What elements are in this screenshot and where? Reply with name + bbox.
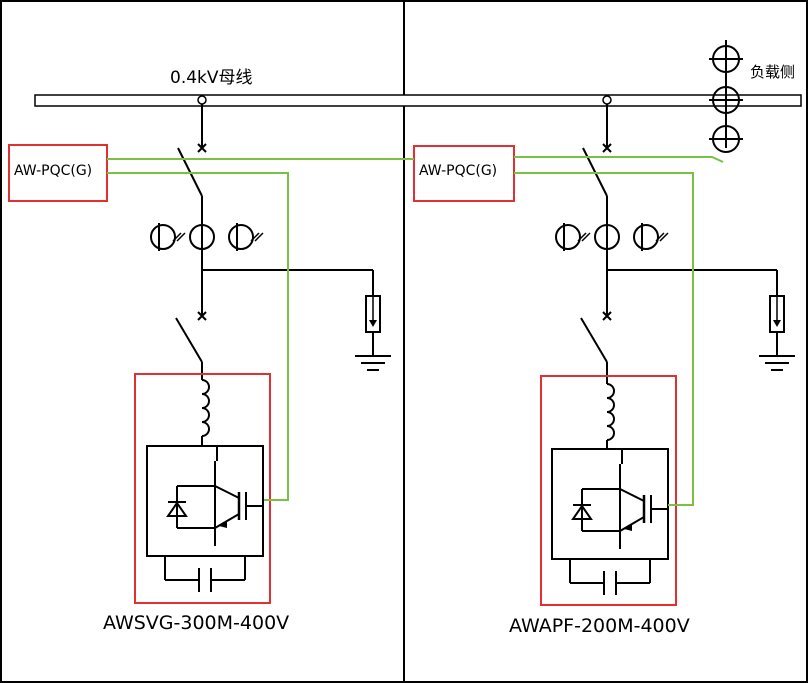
device-label-left: AWSVG-300M-400V <box>103 612 290 634</box>
busbar-label: 0.4kV母线 <box>170 68 253 88</box>
signal-wire-left-drive <box>107 172 289 501</box>
controller-label-left: AW-PQC(G) <box>14 163 93 179</box>
igbt-module-right <box>550 447 670 597</box>
ct-right-c <box>633 222 669 252</box>
device-box-right <box>540 375 677 606</box>
ct-right-a <box>555 222 591 252</box>
reactor-left <box>201 379 211 437</box>
ct-left-a <box>150 222 186 252</box>
switch-lower-right <box>580 317 608 363</box>
device-label-right: AWAPF-200M-400V <box>509 615 690 637</box>
signal-wiring <box>107 156 724 506</box>
reactor-right <box>606 383 616 441</box>
igbt-module-left <box>145 444 265 594</box>
busbar <box>34 94 802 107</box>
device-box-left <box>134 373 271 604</box>
signal-wire-right-drive <box>514 172 694 506</box>
load-side-ct-stack <box>708 40 744 153</box>
signal-wire-right-ct <box>514 156 724 163</box>
load-side-label: 负载侧 <box>750 63 796 81</box>
arrester-left <box>354 295 392 371</box>
left-unit <box>8 104 392 604</box>
controller-label-right: AW-PQC(G) <box>419 163 498 179</box>
bus-tap-left <box>197 95 207 105</box>
ct-right-b <box>594 220 620 254</box>
right-unit <box>413 104 796 606</box>
ct-left-b <box>189 220 215 254</box>
bus-tap-right <box>602 95 612 105</box>
switch-lower-left <box>175 317 203 363</box>
arrester-right <box>758 295 796 371</box>
ct-left-c <box>228 222 264 252</box>
